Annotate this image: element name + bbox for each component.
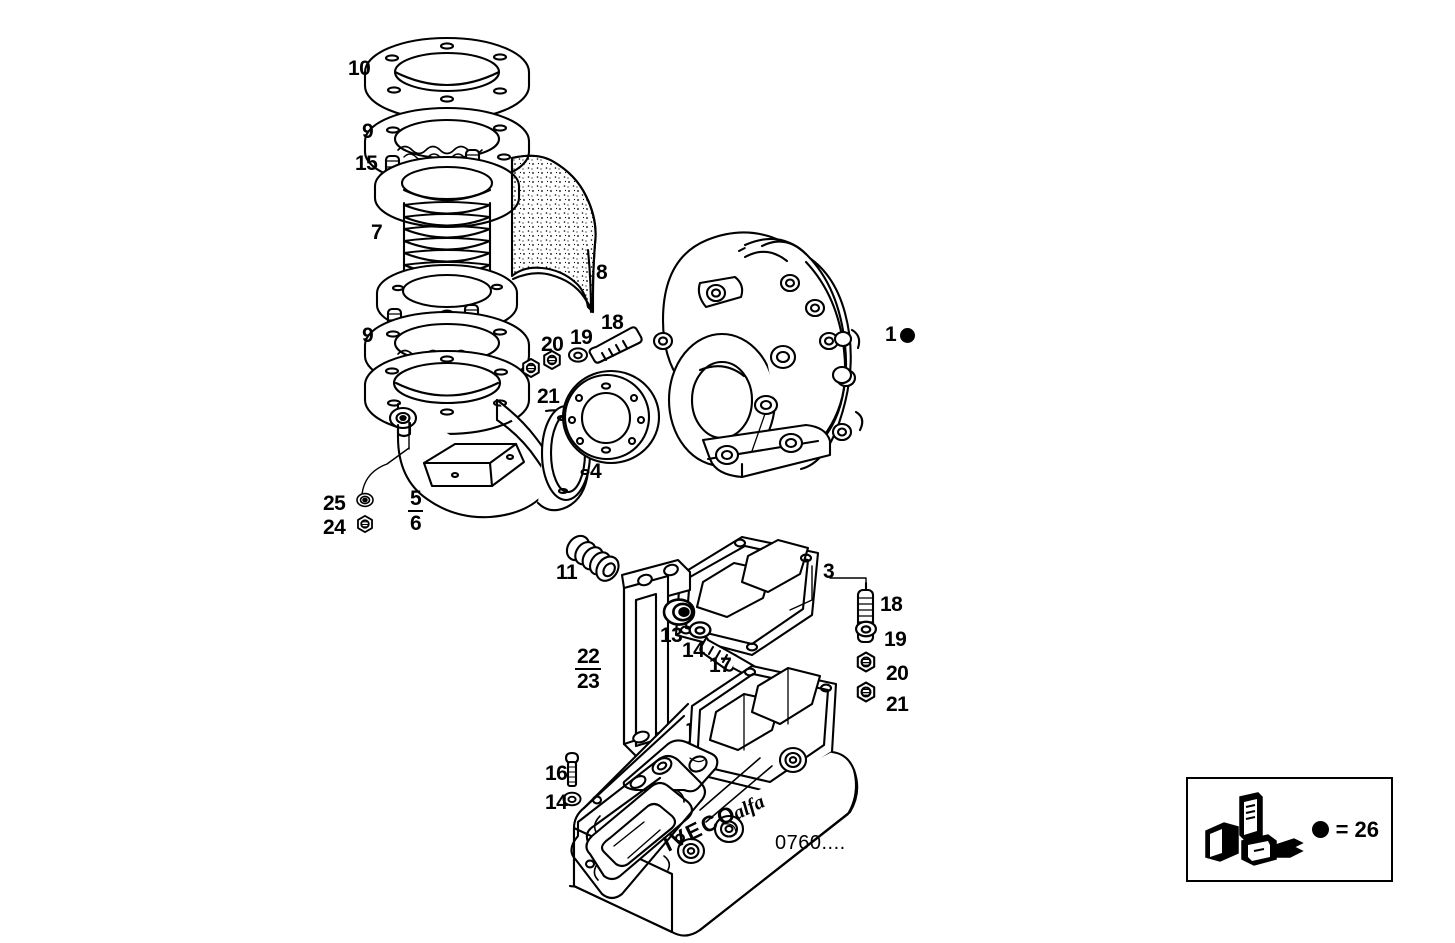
part-18-stud-upper [588, 326, 643, 364]
callout-21-upper: 21 [537, 385, 560, 408]
part-5-6-exhaust-elbow [361, 349, 592, 519]
part-21-locknut-lower [856, 681, 876, 703]
callout-4: 4 [590, 460, 602, 483]
callout-21-lower: 21 [886, 693, 909, 716]
callout-9-lower: 9 [362, 324, 374, 347]
legend-equation: = 26 [1311, 816, 1379, 843]
callout-11: 11 [556, 561, 578, 584]
callout-6: 6 [410, 512, 422, 536]
callout-15: 15 [355, 152, 378, 175]
callout-1-turbocharger: 1 [885, 323, 916, 346]
callout-14-bracket: 14 [682, 639, 705, 662]
callout-20-lower: 20 [886, 662, 909, 685]
part-8-heat-shield [510, 154, 597, 314]
callout-8: 8 [596, 261, 608, 284]
legend-box: = 26 [1186, 777, 1393, 882]
part-14-washer [688, 621, 712, 639]
callout-18-upper: 18 [601, 311, 624, 334]
callout-13: 13 [660, 624, 683, 647]
callout-24: 24 [323, 516, 346, 539]
callout-5-6: 5 6 [408, 488, 424, 536]
callout-3: 3 [823, 560, 835, 583]
part-20-nut-lower [856, 651, 876, 673]
callout-23: 23 [577, 670, 600, 694]
part-13-bush [662, 598, 696, 626]
fasteners-upper-group [522, 326, 643, 379]
fasteners-lower-group [829, 577, 878, 703]
callout-22-23: 22 23 [575, 646, 602, 694]
part-4-gasket [561, 369, 661, 465]
kit-dot-icon [900, 328, 916, 343]
callout-22: 22 [575, 646, 602, 671]
part-7-bellows-upper-collar [373, 155, 521, 229]
callout-19-upper: 19 [570, 326, 593, 349]
callout-1-number: 1 [885, 323, 897, 346]
parts-kit-thumbnail-icon [1205, 792, 1304, 866]
callout-20-upper: 20 [541, 333, 564, 356]
legend-dot-icon [1311, 821, 1329, 838]
fasteners-bottom-left [562, 751, 582, 807]
callout-25: 25 [323, 492, 346, 515]
callout-17: 17 [709, 654, 732, 677]
callout-5: 5 [408, 488, 424, 513]
callout-19-lower: 19 [884, 628, 907, 651]
part-11-spacer-stack [565, 534, 620, 582]
part-1-turbocharger [652, 231, 864, 479]
callout-16: 16 [545, 762, 568, 785]
reference-code: 0760.... [775, 832, 846, 854]
part-manifold-body [568, 664, 859, 937]
part-19-washer-upper [567, 347, 589, 363]
callout-18-lower: 18 [880, 593, 903, 616]
callout-9-upper: 9 [362, 120, 374, 143]
part-21-locknut-upper [522, 357, 540, 379]
part-19-washer-lower [854, 620, 878, 638]
part-25-washer [356, 492, 374, 508]
legend-equals-value: = 26 [1335, 816, 1379, 842]
part-24-nut [357, 514, 373, 534]
callout-10: 10 [348, 57, 371, 80]
part-3-gasket-plate [674, 535, 820, 657]
callout-7: 7 [371, 221, 383, 244]
callout-14-bottom: 14 [545, 791, 568, 814]
part-16-bolt [564, 751, 580, 788]
